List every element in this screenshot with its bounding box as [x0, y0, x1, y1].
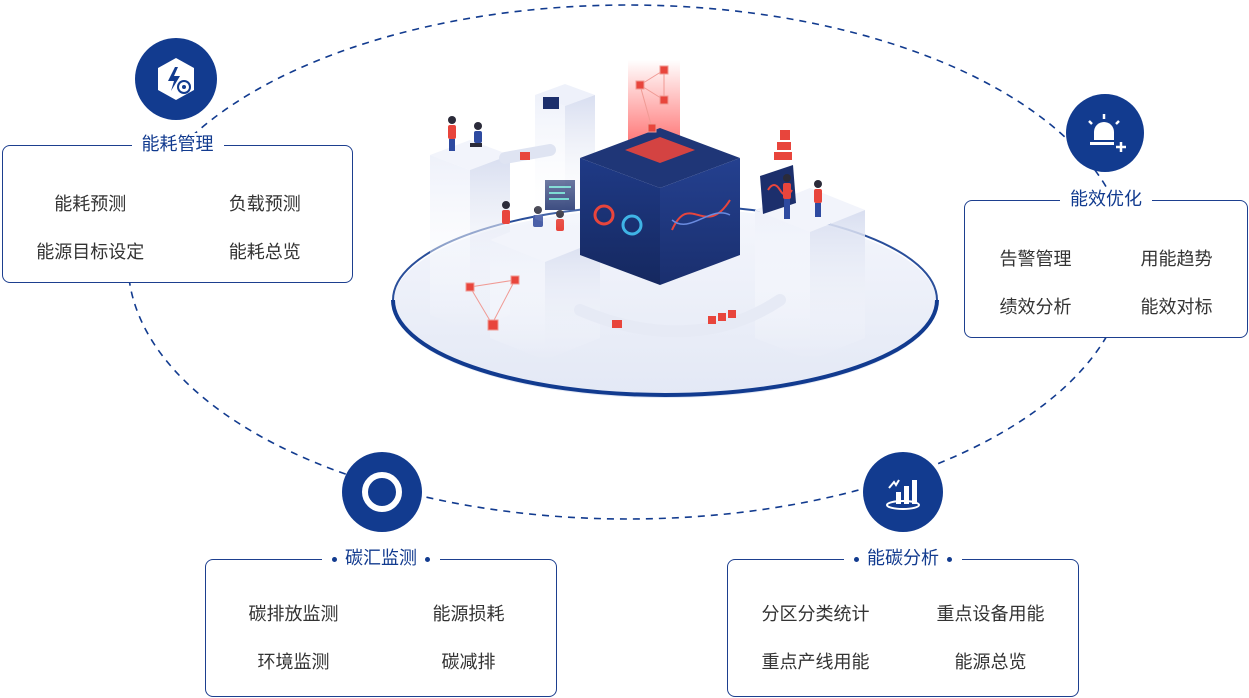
title-dot-right [425, 556, 430, 562]
item-environment-monitoring[interactable]: 环境监测 [257, 652, 330, 673]
item-alarm-management[interactable]: 告警管理 [999, 249, 1072, 270]
card-carbon-sink-monitoring: 碳汇监测 碳排放监测 能源损耗 环境监测 碳减排 [205, 547, 557, 697]
people-left-tower [448, 116, 482, 151]
item-carbon-emission-monitoring[interactable]: 碳排放监测 [248, 604, 339, 625]
item-energy-forecast[interactable]: 能耗预测 [54, 194, 127, 215]
node-network-top [635, 65, 669, 133]
efficiency-optimization-icon-circle [1066, 94, 1144, 172]
card-title: 碳汇监测 [322, 547, 440, 571]
card-title-label: 能耗管理 [141, 134, 214, 155]
item-energy-loss[interactable]: 能源损耗 [432, 604, 505, 625]
node-network-left [465, 275, 520, 331]
item-energy-overview-2[interactable]: 能源总览 [954, 652, 1027, 673]
item-key-equipment-usage[interactable]: 重点设备用能 [936, 604, 1045, 625]
title-dot-right [947, 556, 952, 562]
card-energy-management: 能耗管理 能耗预测 负载预测 能源目标设定 能耗总览 [2, 133, 353, 283]
card-carbon-analysis: 能碳分析 分区分类统计 重点设备用能 重点产线用能 能源总览 [727, 547, 1079, 697]
bar-chart-icon [886, 479, 920, 510]
pipes [499, 144, 786, 338]
title-dot-left [854, 556, 859, 562]
item-efficiency-benchmark[interactable]: 能效对标 [1140, 297, 1213, 318]
data-cube [580, 128, 740, 285]
carbon-analysis-icon-circle [863, 452, 943, 532]
card-title-label: 能效优化 [1070, 189, 1142, 210]
item-key-line-usage[interactable]: 重点产线用能 [761, 652, 870, 673]
item-performance-analysis[interactable]: 绩效分析 [999, 297, 1072, 318]
item-load-forecast[interactable]: 负载预测 [228, 194, 301, 215]
card-title: 能碳分析 [844, 547, 962, 571]
card-title: 能效优化 [1060, 188, 1152, 212]
node-stack-right [774, 130, 792, 160]
card-title-label: 碳汇监测 [345, 548, 417, 569]
card-title: 能耗管理 [131, 133, 224, 157]
ring-icon [362, 472, 402, 512]
card-items: 告警管理 用能趋势 绩效分析 能效对标 [965, 249, 1247, 319]
tower-right [755, 165, 865, 360]
card-items: 能耗预测 负载预测 能源目标设定 能耗总览 [3, 194, 352, 264]
carbon-sink-icon-circle [342, 452, 422, 532]
energy-management-icon-circle [135, 38, 217, 120]
item-zone-category-stats[interactable]: 分区分类统计 [761, 604, 870, 625]
item-carbon-reduction[interactable]: 碳减排 [441, 652, 496, 673]
card-title-label: 能碳分析 [867, 548, 939, 569]
item-usage-trend[interactable]: 用能趋势 [1140, 249, 1213, 270]
item-energy-overview[interactable]: 能耗总览 [228, 242, 301, 263]
alarm-light-plus-icon [1088, 114, 1126, 152]
title-dot-left [332, 556, 337, 562]
item-energy-target-setting[interactable]: 能源目标设定 [36, 242, 145, 263]
lightning-gear-icon [158, 58, 194, 100]
card-items: 分区分类统计 重点设备用能 重点产线用能 能源总览 [728, 604, 1078, 674]
card-efficiency-optimization: 能效优化 告警管理 用能趋势 绩效分析 能效对标 [964, 188, 1248, 338]
card-items: 碳排放监测 能源损耗 环境监测 碳减排 [206, 604, 556, 674]
